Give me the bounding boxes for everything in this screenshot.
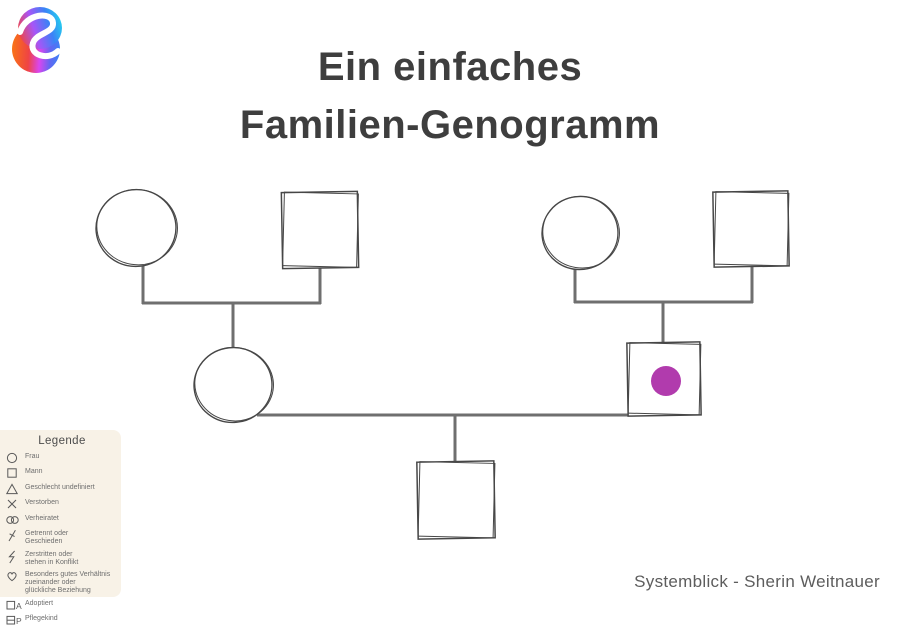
genogram-node-child-sketch (417, 461, 496, 539)
legend-item-label: Pflegekind (25, 615, 58, 623)
legend-item-verheiratet: Verheiratet (6, 513, 118, 526)
x-icon (6, 498, 22, 510)
genogram-node-paternal-grandfather (712, 190, 790, 268)
genogram-node-child (416, 460, 496, 540)
legend-item-undefiniert: Geschlecht undefiniert (6, 482, 118, 495)
separated-icon (6, 529, 22, 542)
genogram-node-maternal-grandmother-sketch (96, 188, 178, 266)
genogram-node-paternal-grandmother-sketch (542, 195, 620, 269)
legend-item-label: Verstorben (25, 499, 59, 506)
adopted-icon: A (6, 599, 22, 611)
legend-title: Legende (38, 435, 86, 447)
legend-item-pflegekind: P Pflegekind (6, 614, 118, 626)
legend-item-label: Besonders gutes Verhältnis zueinander od… (25, 571, 111, 595)
legend-item-getrennt: Getrennt oder Geschieden (6, 529, 118, 547)
legend-item-label: Geschlecht undefiniert (25, 483, 95, 491)
genogram-node-mother-sketch (194, 346, 274, 422)
systemblick-logo-icon (12, 7, 62, 73)
page-title-line2: Familien-Genogramm (239, 103, 661, 147)
genogram-node-father-sketch (627, 342, 702, 416)
legend-item-konflikt: Zerstritten oder stehen in Konflikt (6, 549, 118, 567)
highlight-dot (651, 366, 681, 396)
legend-item-label: Frau (25, 452, 40, 460)
footer-credit: Systemblick - Sherin Weitnauer (634, 572, 880, 591)
systemblick-logo (8, 5, 68, 75)
slide: { "page": { "title_line1": "Ein einfache… (0, 5, 900, 626)
legend-item-verstorben: Verstorben (6, 498, 118, 511)
legend-panel: Legende Frau Mann Geschlecht undefiniert… (0, 430, 121, 626)
legend-item-label: Getrennt oder Geschieden (25, 530, 69, 546)
genogram-node-paternal-grandfather-sketch (713, 191, 790, 267)
legend-item-beziehung: Besonders gutes Verhältnis zueinander od… (6, 570, 118, 596)
page-title: Ein einfaches Familien-Genogramm (0, 38, 900, 154)
legend-item-frau: Frau (6, 451, 118, 464)
married-icon (6, 514, 22, 526)
legend-item-mann: Mann (6, 467, 118, 480)
genogram-node-maternal-grandfather (280, 190, 360, 270)
foster-icon: P (6, 614, 22, 626)
genogram-node-maternal-grandfather-sketch (282, 191, 359, 268)
legend-item-label: Zerstritten oder stehen in Konflikt (25, 550, 79, 566)
legend-item-adoptiert: A Adoptiert (6, 598, 118, 611)
page-title-line1: Ein einfaches (317, 45, 583, 89)
genogram-node-maternal-grandmother (95, 188, 177, 268)
legend-item-label: Mann (25, 468, 43, 475)
heart-icon (6, 570, 22, 582)
legend-item-label: Verheiratet (25, 514, 59, 522)
genogram-canvas (95, 188, 790, 540)
genogram-node-paternal-grandmother (541, 195, 619, 271)
triangle-icon (6, 482, 22, 495)
square-icon (6, 467, 22, 479)
circle-icon (6, 452, 22, 464)
conflict-icon (6, 550, 22, 564)
